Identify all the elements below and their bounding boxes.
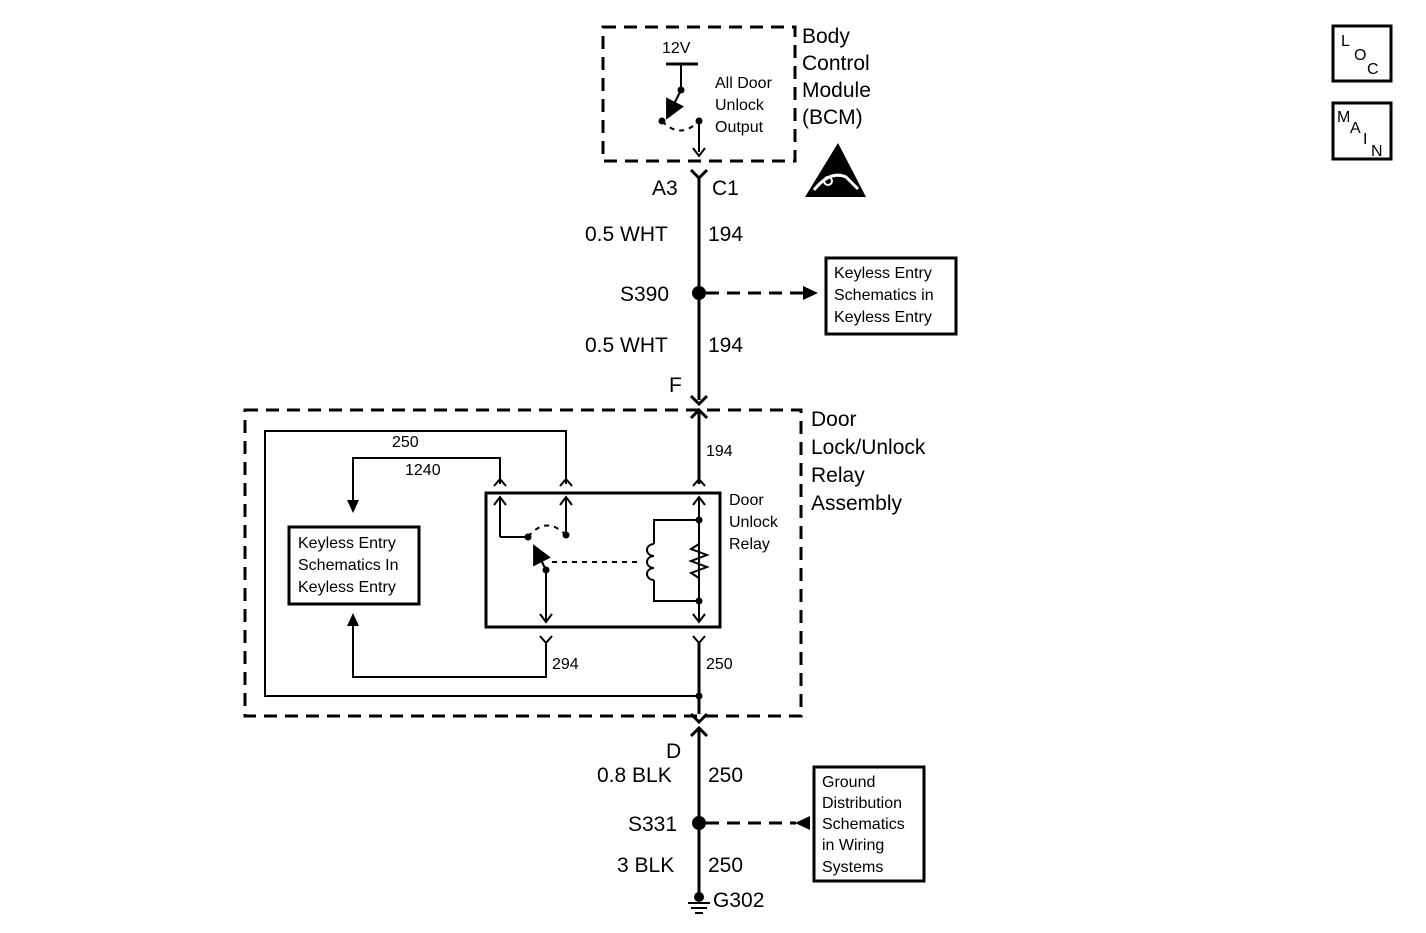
relay-assembly-title-1: Door	[811, 408, 857, 431]
relay-assembly-title-2: Lock/Unlock	[811, 436, 926, 459]
wire-lower-1-gauge: 0.8 BLK	[597, 764, 672, 787]
wire-upper-2-gauge: 0.5 WHT	[585, 334, 668, 357]
relay-coil	[646, 543, 655, 581]
bcm-output-arrow	[692, 147, 706, 158]
esd-warning-icon	[805, 143, 866, 197]
relay-resistor	[688, 543, 710, 579]
relay-assembly: Door Lock/Unlock Relay Assembly 194 250 …	[243, 408, 926, 718]
relay-coil-in-arrow	[692, 495, 706, 506]
relay-out-pin-label: D	[666, 740, 681, 763]
relay-in-connector-top	[689, 394, 709, 407]
relay-switch-blade	[533, 544, 551, 571]
wire-lower-2-circuit: 250	[708, 854, 743, 877]
circuit-194-internal-label: 194	[706, 443, 733, 460]
relay-name-line-1: Door	[729, 492, 764, 509]
keyless-left-line-2: Schematics In	[298, 557, 398, 574]
splice-s390-label: S390	[620, 283, 669, 306]
bcm-title-line-2: Control	[802, 52, 870, 75]
ground-ref-line-2: Distribution	[822, 795, 902, 812]
bcm-supply-label: 12V	[662, 40, 691, 57]
loc-letter-c: C	[1367, 61, 1379, 78]
relay-pin-1240-connector	[493, 477, 507, 487]
s331-ref-arrow	[795, 816, 810, 830]
keyless-right-line-3: Keyless Entry	[834, 309, 932, 326]
relay-coil-bottom-lead	[653, 580, 699, 602]
bcm-connector-symbol	[689, 168, 709, 181]
relay-contact-link	[527, 524, 567, 538]
keyless-right-line-1: Keyless Entry	[834, 265, 932, 282]
wire-upper-1-circuit: 194	[708, 223, 743, 246]
circuit-250-bottom-label: 250	[706, 656, 733, 673]
s390-ref-arrow	[803, 286, 818, 300]
loc-button[interactable]: L O C	[1331, 24, 1393, 83]
relay-no-arrow	[559, 495, 573, 506]
relay-assembly-title-3: Relay	[811, 464, 865, 487]
ground-label: G302	[713, 889, 764, 912]
ground-ref-line-3: Schematics	[822, 816, 905, 833]
keyless-entry-ref-right[interactable]: Keyless Entry Schematics in Keyless Entr…	[824, 256, 958, 336]
main-letter-a: A	[1350, 120, 1361, 137]
bcm-title-line-1: Body	[802, 25, 850, 48]
relay-in-pin-label: F	[669, 374, 682, 397]
circuit-294-label: 294	[552, 656, 579, 673]
main-letter-n: N	[1371, 143, 1383, 160]
keyless-right-line-2: Schematics in	[834, 287, 934, 304]
ground-distribution-ref[interactable]: Ground Distribution Schematics in Wiring…	[812, 765, 926, 883]
keyless-entry-ref-left[interactable]: Keyless Entry Schematics In Keyless Entr…	[287, 525, 421, 606]
ground-ref-line-4: in Wiring	[822, 837, 884, 854]
circuit-1240-wire	[352, 457, 501, 500]
relay-name-line-3: Relay	[729, 536, 770, 553]
ground-ref-line-5: Systems	[822, 859, 883, 876]
circuit-1240-label: 1240	[405, 462, 441, 479]
circuit-294-wire	[352, 626, 547, 678]
circuit-294-arrow	[347, 613, 359, 626]
keyless-left-line-1: Keyless Entry	[298, 535, 396, 552]
bcm-output-line-3: Output	[715, 119, 764, 136]
bcm-title-line-3: Module	[802, 79, 871, 102]
circuit-250-loop	[264, 430, 699, 697]
wire-upper-2-circuit: 194	[708, 334, 743, 357]
wire-upper-1-gauge: 0.5 WHT	[585, 223, 668, 246]
circuit-250-top-label: 250	[392, 434, 419, 451]
relay-pin-194-connector	[692, 477, 706, 487]
main-letter-i: I	[1363, 131, 1367, 148]
main-button[interactable]: M A I N	[1331, 101, 1393, 161]
door-unlock-relay: Door Unlock Relay	[484, 491, 779, 629]
relay-common-arrow	[539, 613, 553, 624]
loc-letter-l: L	[1341, 33, 1350, 50]
splice-s390-node	[692, 286, 706, 300]
bcm-module: Body Control Module (BCM) 12V All Door U…	[601, 25, 871, 197]
circuit-1240-arrow	[347, 500, 359, 513]
door-unlock-relay-box	[484, 491, 722, 629]
relay-name-line-2: Unlock	[729, 514, 779, 531]
relay-coil-top-lead	[653, 519, 699, 544]
relay-pin-294-connector	[539, 635, 553, 645]
wire-lower-1-circuit: 250	[708, 764, 743, 787]
ground-icon	[688, 892, 710, 914]
wire-lower-2-gauge: 3 BLK	[617, 854, 674, 877]
relay-nc-arrow	[493, 495, 507, 506]
bcm-switch-blade	[666, 89, 684, 120]
bcm-title-line-4: (BCM)	[802, 106, 863, 129]
bcm-output-line-2: Unlock	[715, 97, 765, 114]
splice-s331-node	[692, 816, 706, 830]
ground-ref-line-1: Ground	[822, 774, 875, 791]
relay-coil-out-arrow	[692, 613, 706, 624]
keyless-left-line-3: Keyless Entry	[298, 579, 396, 596]
bcm-pin-label: A3	[652, 177, 678, 200]
loc-letter-o: O	[1354, 47, 1366, 64]
bcm-output-line-1: All Door	[715, 75, 773, 92]
main-letter-m: M	[1337, 109, 1350, 126]
relay-assembly-title-4: Assembly	[811, 492, 903, 515]
relay-pin-250-connector	[559, 477, 573, 487]
splice-s331-label: S331	[628, 813, 677, 836]
relay-pin-250-out-connector	[692, 635, 706, 645]
bcm-connector-label: C1	[712, 177, 739, 200]
bcm-boundary	[601, 25, 797, 163]
bcm-switch-link	[661, 120, 700, 132]
relay-assembly-boundary	[243, 408, 803, 718]
